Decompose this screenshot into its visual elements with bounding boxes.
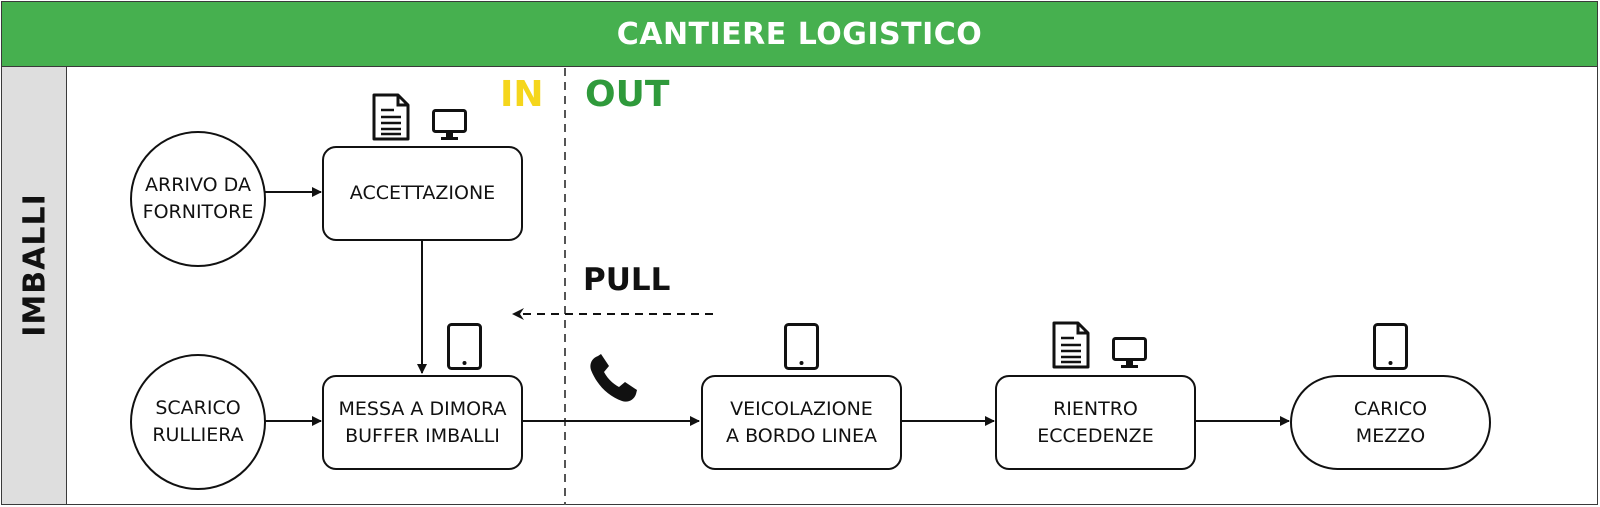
node-label: MESSA A DIMORA BUFFER IMBALLI [338,397,507,447]
header-bar: CANTIERE LOGISTICO [2,2,1597,67]
node-scarico-rulliera: SCARICO RULLIERA [130,354,266,490]
node-carico-mezzo: CARICO MEZZO [1290,375,1491,470]
header-title: CANTIERE LOGISTICO [616,16,983,52]
phone-icon [590,354,637,402]
monitor-icon [1112,337,1147,368]
document-icon [372,93,410,141]
node-arrivo-da-fornitore: ARRIVO DA FORNITORE [130,131,266,267]
node-label: CARICO MEZZO [1353,397,1428,447]
node-label: RIENTRO ECCEDENZE [1037,397,1154,447]
node-label: SCARICO RULLIERA [152,397,244,446]
tablet-icon [447,323,482,370]
zone-in-label: IN [500,74,544,115]
node-accettazione: ACCETTAZIONE [322,146,523,241]
node-label: ACCETTAZIONE [349,182,496,204]
node-rientro-eccedenze: RIENTRO ECCEDENZE [995,375,1196,470]
tablet-icon [784,323,819,370]
lane-label-column: IMBALLI [2,67,67,504]
document-icon [1052,321,1090,369]
zone-out-label: OUT [585,74,670,115]
node-veicolazione: VEICOLAZIONE A BORDO LINEA [701,375,902,470]
node-messa-a-dimora: MESSA A DIMORA BUFFER IMBALLI [322,375,523,470]
pull-label: PULL [583,262,671,298]
node-label: ARRIVO DA FORNITORE [142,174,254,223]
monitor-icon [432,109,467,140]
pull-arrowhead [512,308,524,320]
tablet-icon [1373,323,1408,370]
node-label: VEICOLAZIONE A BORDO LINEA [726,397,877,447]
